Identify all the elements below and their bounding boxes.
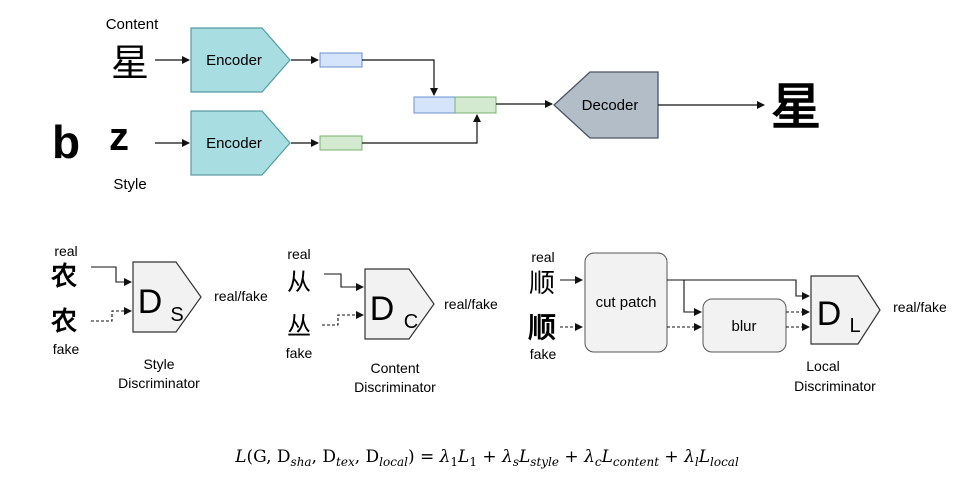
local-disc-real-label: real (531, 249, 554, 265)
cut-patch-label: cut patch (596, 294, 657, 311)
formula-t2-lsub: s (513, 455, 519, 469)
formula-mid-1: , D (312, 447, 336, 467)
content-char: 星 (111, 41, 149, 85)
formula-t1-L: L (457, 447, 469, 467)
output-char: 星 (771, 78, 821, 136)
cut-patch-real-route (667, 279, 810, 300)
style-disc-real-arrow (91, 266, 132, 286)
formula-plus-2: + (559, 447, 584, 467)
content-disc-fake-arrow (322, 311, 364, 326)
decoder-label: Decoder (582, 97, 639, 114)
blur-block (702, 298, 787, 353)
local-disc-fake-label: fake (530, 346, 557, 362)
style-disc-sub: S (170, 304, 183, 326)
style-label: Style (113, 176, 146, 193)
local-disc-caption-1: Local (806, 358, 839, 374)
style-code-block (319, 135, 363, 151)
content-disc-fake-char: 丛 (287, 312, 311, 340)
formula-t3-L: L (601, 447, 613, 467)
style-disc-caption-1: Style (143, 356, 174, 372)
content-encoder-block (190, 27, 291, 93)
local-disc-real-char: 顺 (529, 269, 555, 299)
formula-lhs-head: L (234, 447, 246, 467)
formula-t3-sub: content (613, 455, 659, 469)
style-disc-output: real/fake (214, 288, 268, 304)
style-disc-block (132, 261, 202, 333)
local-disc-fake-char: 顺 (528, 311, 556, 344)
concat-style-code (454, 96, 497, 114)
formula-sub-local: local (379, 455, 408, 469)
cut-patch-to-blur-route (683, 280, 702, 316)
style-disc-real-label: real (54, 243, 77, 259)
content-disc-output: real/fake (444, 296, 498, 312)
local-disc-d: D (817, 295, 842, 333)
formula-t2-L: L (518, 447, 530, 467)
style-disc-fake-arrow (91, 307, 132, 322)
content-disc-sub: C (404, 311, 418, 333)
content-disc-block (364, 268, 435, 340)
content-code-block (319, 52, 363, 68)
content-disc-real-arrow (324, 273, 364, 291)
formula-t4-lsub: l (695, 455, 699, 469)
style-code-route (362, 114, 481, 144)
formula-t4-sub: local (710, 455, 739, 469)
style-disc-fake-char: 农 (50, 307, 77, 337)
local-disc-output: real/fake (893, 299, 947, 315)
formula-sub-tex: tex (336, 455, 355, 469)
content-disc-caption-1: Content (370, 360, 419, 376)
local-disc-caption-2: Discriminator (794, 378, 876, 394)
style-disc-fake-label: fake (53, 341, 80, 357)
content-disc-caption-2: Discriminator (354, 379, 436, 395)
cut-patch-block (584, 252, 668, 353)
formula-t1-lsub: 1 (450, 455, 458, 469)
content-disc-real-label: real (287, 246, 310, 262)
style-encoder-label: Encoder (206, 135, 262, 152)
formula-plus-1: + (477, 447, 502, 467)
formula-lhs-close: ) = (408, 447, 440, 467)
style-char-z: z (109, 115, 129, 159)
style-char-b: b (52, 116, 80, 168)
style-disc-caption-2: Discriminator (118, 375, 200, 391)
formula-mid-2: , D (355, 447, 379, 467)
style-disc-d: D (138, 283, 163, 321)
formula-t3-lambda: λ (583, 447, 595, 467)
blur-label: blur (731, 318, 756, 335)
content-label: Content (106, 16, 159, 33)
content-disc-d: D (370, 290, 395, 328)
style-disc-real-char: 农 (50, 262, 77, 292)
content-encoder-label: Encoder (206, 52, 262, 69)
formula-sub-sha: sha (291, 455, 312, 469)
local-disc-sub: L (849, 315, 860, 337)
style-encoder-block (190, 110, 291, 176)
formula-t1-lambda: λ (439, 447, 451, 467)
formula-t2-lambda: λ (501, 447, 513, 467)
content-disc-fake-label: fake (286, 345, 313, 361)
formula-t3-lsub: c (595, 455, 602, 469)
content-code-route (362, 59, 438, 96)
formula-lhs-args: (G, D (246, 447, 290, 467)
formula-t1-sub: 1 (469, 455, 477, 469)
concat-content-code (413, 96, 456, 114)
formula-t4-lambda: λ (683, 447, 695, 467)
content-disc-real-char: 从 (287, 268, 311, 296)
formula-t2-sub: style (530, 455, 559, 469)
loss-formula: L(G, Dsha, Dtex, Dlocal) = λ1L1 + λsLsty… (234, 447, 739, 469)
local-disc-block (810, 275, 881, 345)
formula-t4-L: L (698, 447, 710, 467)
formula-plus-3: + (659, 447, 684, 467)
